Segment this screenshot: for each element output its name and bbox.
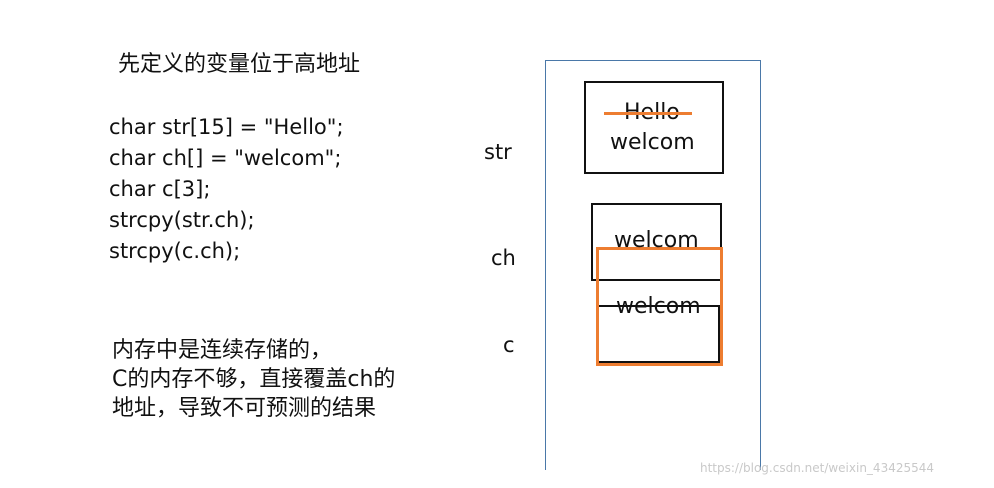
diagram-title: 先定义的变量位于高地址	[118, 52, 361, 77]
code-block: char str[15] = "Hello"; char ch[] = "wel…	[109, 112, 344, 267]
strikethrough-line	[604, 112, 692, 115]
str-new-value: welcom	[610, 130, 695, 155]
note-line: C的内存不够，直接覆盖ch的	[112, 367, 396, 392]
note-line: 内存中是连续存储的，	[112, 338, 333, 363]
code-line: char ch[] = "welcom";	[109, 146, 342, 170]
ch-value: welcom	[614, 228, 699, 253]
label-str: str	[484, 140, 512, 164]
explanation-note: 内存中是连续存储的， C的内存不够，直接覆盖ch的 地址，导致不可预测的结果	[112, 336, 395, 423]
label-c: c	[503, 333, 515, 357]
code-line: strcpy(c.ch);	[109, 239, 241, 263]
memory-region	[545, 60, 761, 470]
code-line: char str[15] = "Hello";	[109, 115, 344, 139]
ch-memory-box	[591, 203, 722, 281]
code-line: char c[3];	[109, 177, 211, 201]
code-line: strcpy(str.ch);	[109, 208, 255, 232]
label-ch: ch	[491, 246, 516, 270]
watermark-text: https://blog.csdn.net/weixin_43425544	[700, 461, 935, 475]
overflow-highlight-box	[596, 247, 723, 366]
c-overflow-value: welcom	[616, 294, 701, 319]
note-line: 地址，导致不可预测的结果	[112, 396, 377, 421]
str-memory-box	[584, 81, 724, 174]
